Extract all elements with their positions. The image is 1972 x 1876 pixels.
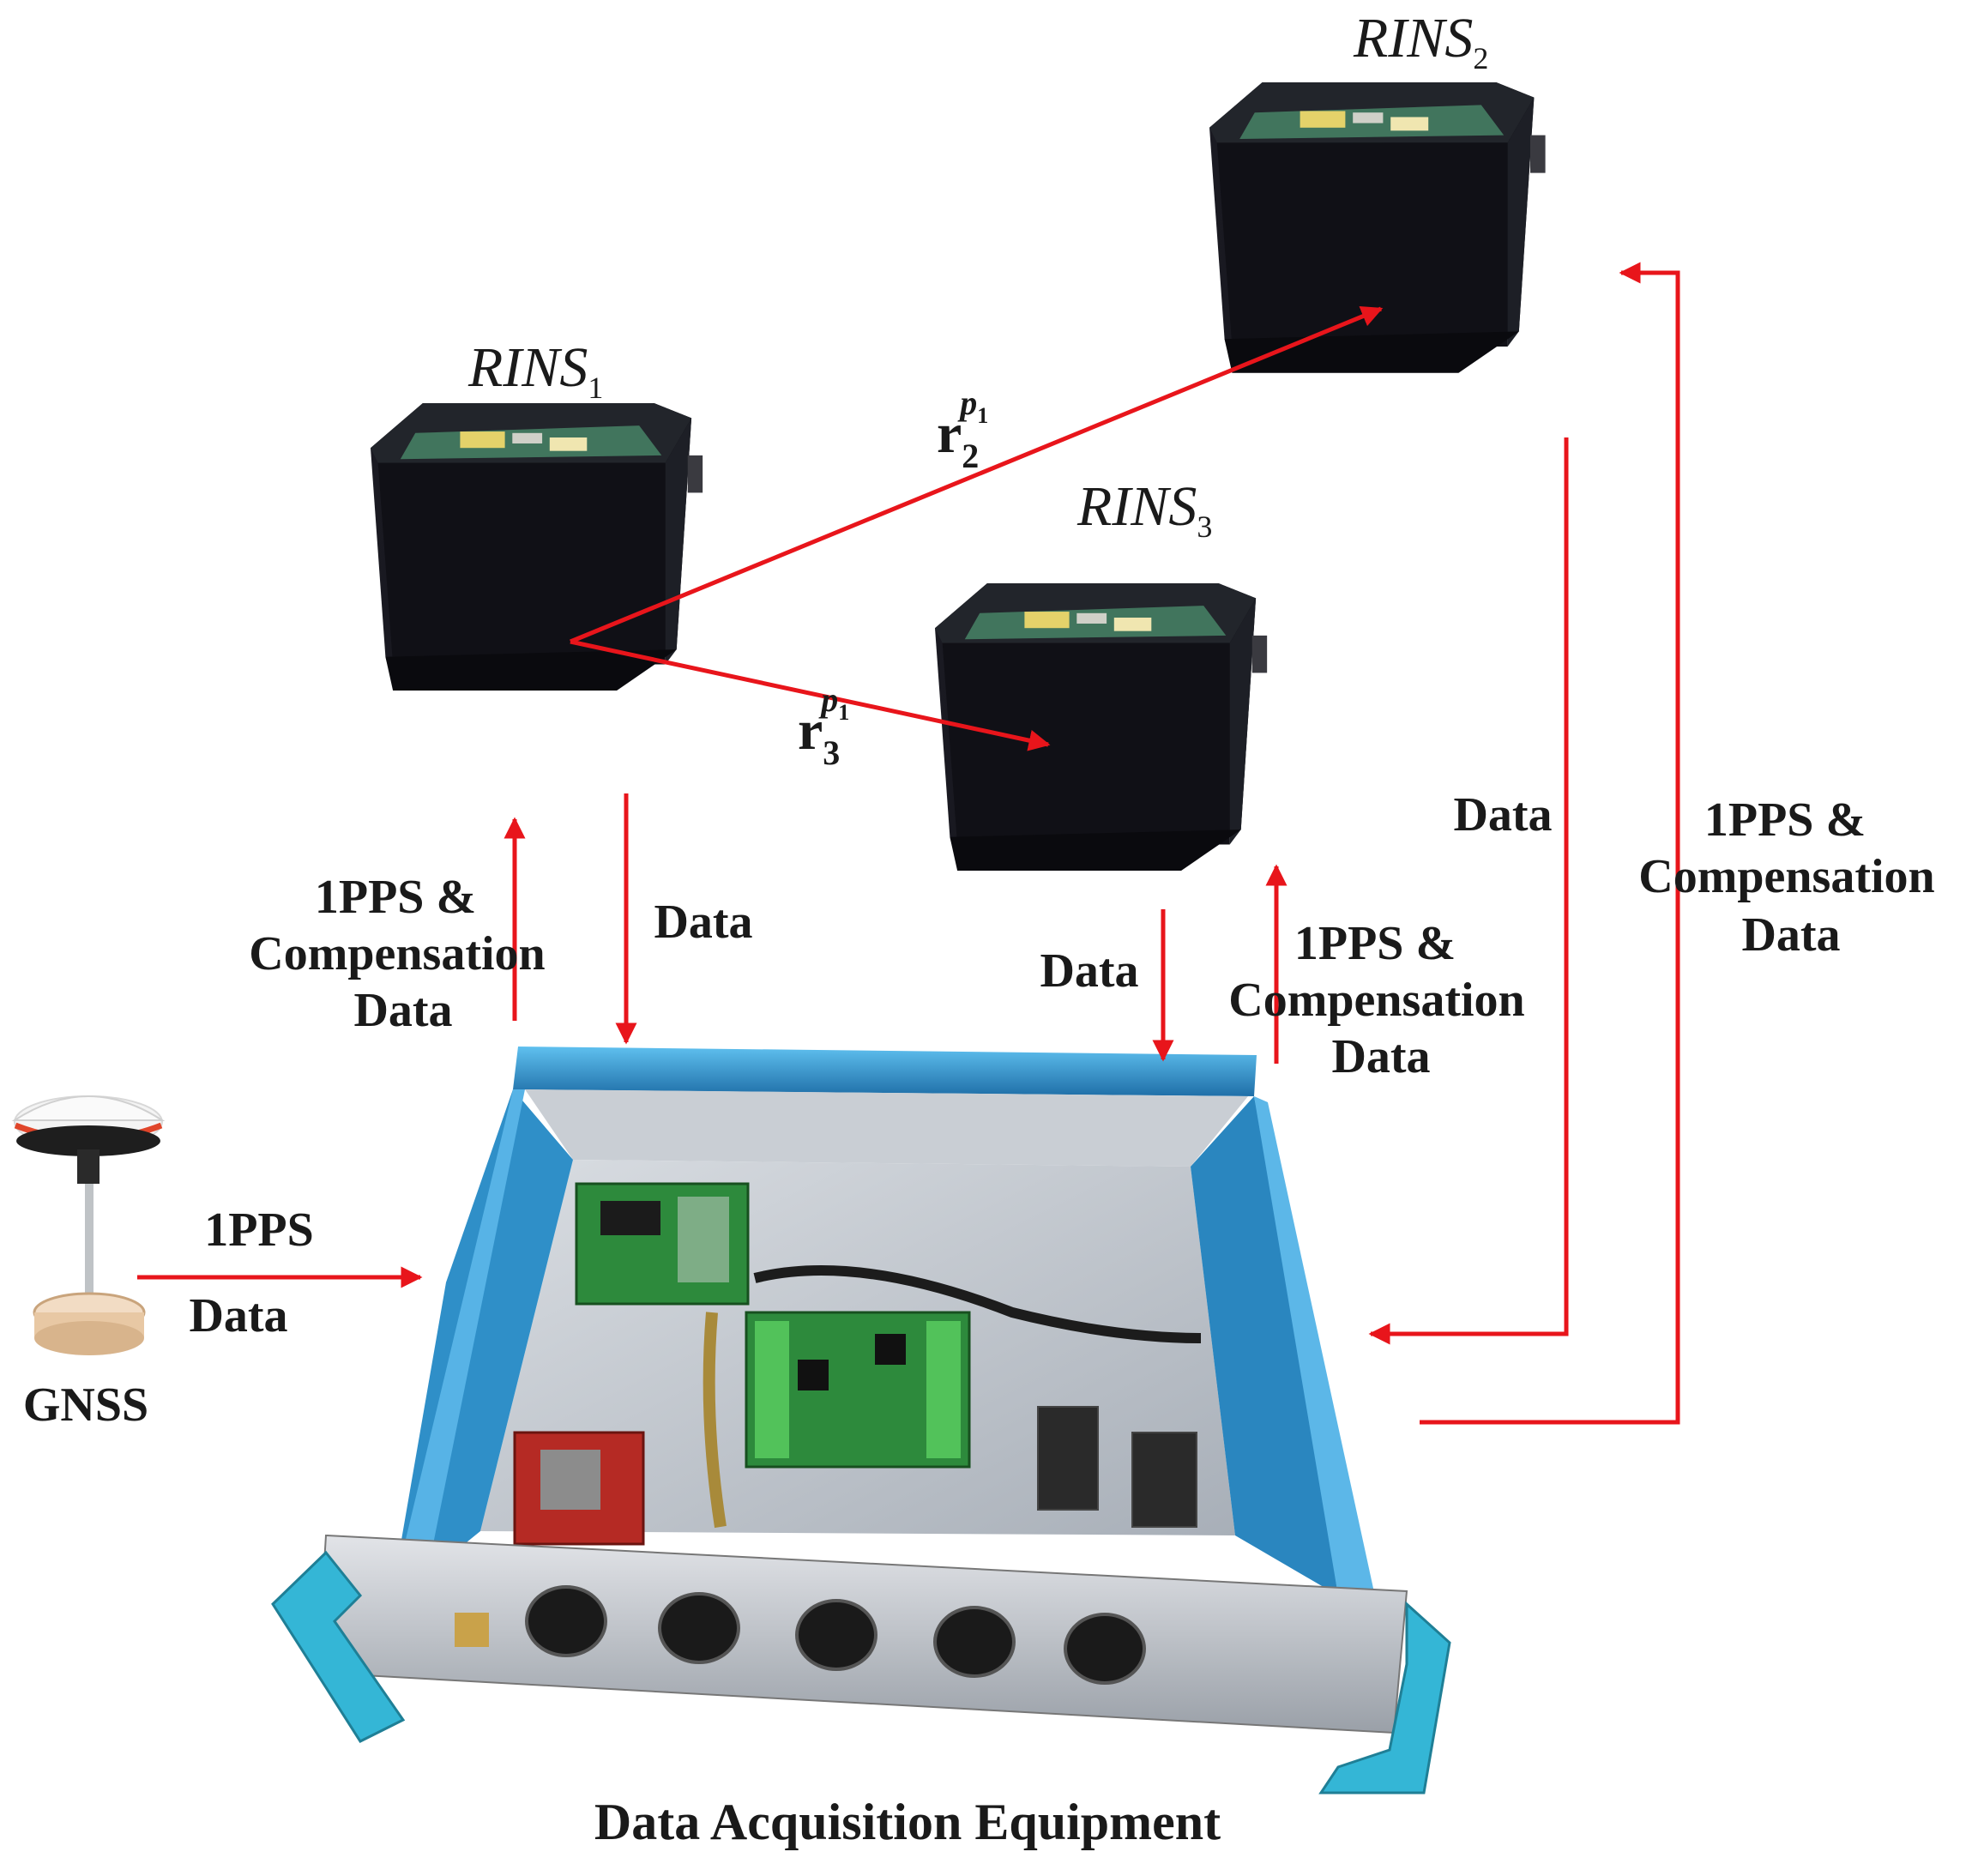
gnss-label: GNSS	[23, 1378, 148, 1432]
power-module-1	[1037, 1406, 1099, 1511]
data-acquisition-equipment	[271, 1047, 1451, 1795]
rins2-pps-arrow	[1420, 262, 1680, 1425]
daq-caption: Data Acquisition Equipment	[594, 1794, 1221, 1850]
rins1-data-label: Data	[654, 896, 752, 949]
rins1-pps-label: 1PPS & Compensation Data	[249, 871, 557, 1037]
rins3-unit: RINS3	[935, 475, 1268, 871]
rins3-label: RINS3	[1076, 475, 1212, 544]
r2-vector-label: r2p1	[937, 383, 988, 475]
gnss-pps-label: 1PPS	[204, 1203, 314, 1257]
rins3-pps-label: 1PPS & Compensation Data	[1228, 917, 1536, 1083]
rins2-label: RINS2	[1353, 7, 1488, 75]
rins2-data-label: Data	[1453, 788, 1552, 841]
rins1-label: RINS1	[467, 336, 603, 405]
gnss-data-label: Data	[189, 1289, 287, 1342]
rins2-unit: RINS2	[1209, 7, 1546, 373]
rins2-data-arrow	[1368, 437, 1569, 1345]
power-module-2	[1131, 1432, 1197, 1528]
r3-vector-label: r3p1	[798, 680, 849, 772]
lever-arm-r2-arrow	[570, 305, 1384, 644]
right-handle	[1318, 1601, 1451, 1795]
lever-arm-r3-arrow	[570, 639, 1051, 751]
left-handle	[271, 1550, 406, 1743]
rins1-unit: RINS1	[371, 336, 703, 691]
gnss-antenna	[11, 1095, 166, 1355]
rins3-data-label: Data	[1040, 944, 1138, 998]
rins2-pps-label: 1PPS & Compensation Data	[1638, 793, 1946, 962]
